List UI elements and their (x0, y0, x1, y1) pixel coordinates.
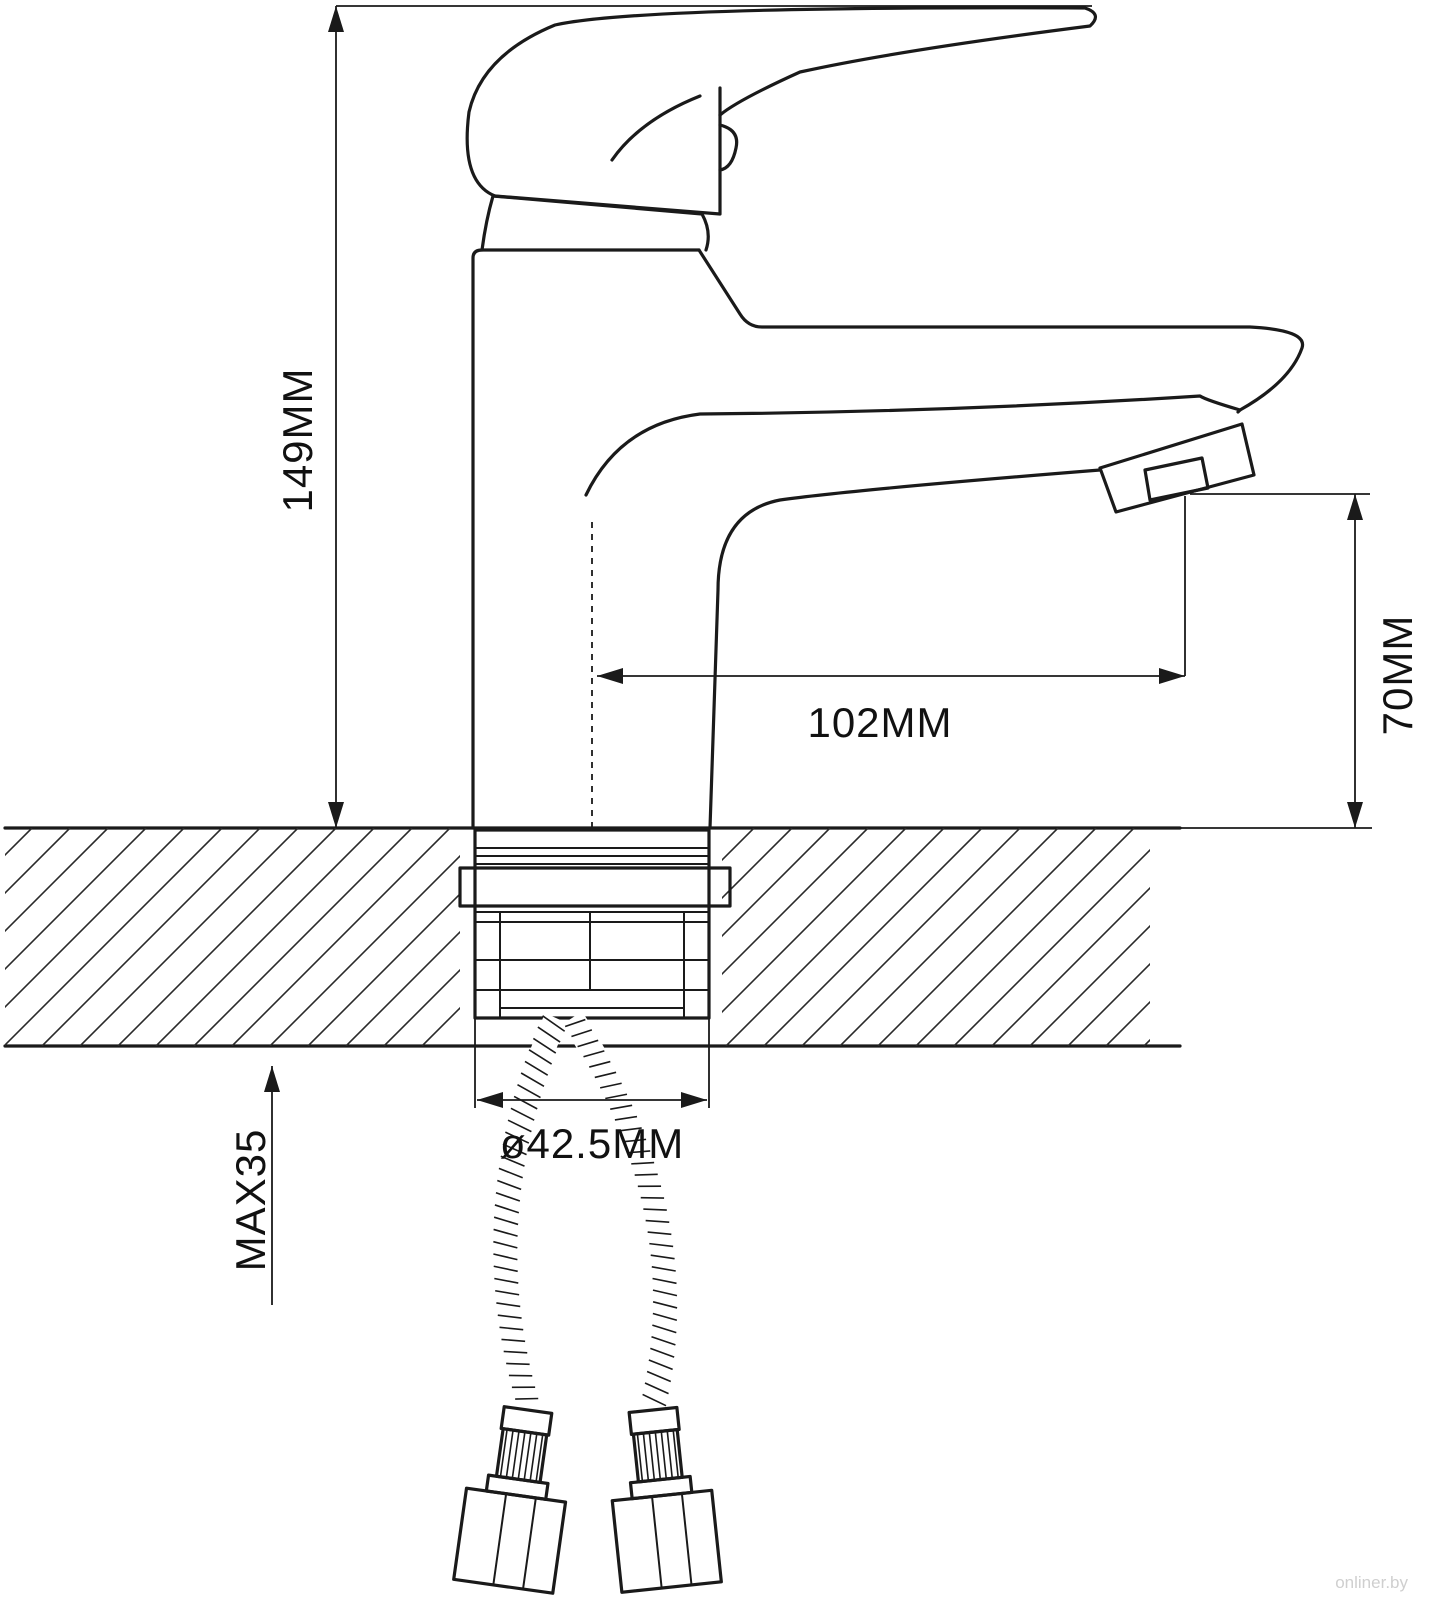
hatch-left (5, 828, 460, 1046)
lever-handle (465, 6, 1097, 252)
watermark: onliner.by (1335, 1573, 1408, 1592)
dimension-reach (591, 496, 1186, 828)
hatch-right (722, 828, 1150, 1046)
mounting-base (458, 828, 732, 1020)
dimension-counter-thickness (264, 1066, 280, 1305)
dimension-height (328, 5, 1092, 828)
spout-height-label: 70MM (1374, 615, 1421, 736)
height-label: 149MM (274, 367, 321, 512)
dimension-spout-height (1180, 493, 1372, 829)
dimension-base-diameter (474, 1018, 710, 1108)
supply-hoses (452, 1011, 723, 1595)
counter-thickness-label: MAX35 (227, 1129, 274, 1272)
base-diameter-label: ø42.5MM (500, 1120, 684, 1167)
reach-label: 102MM (807, 699, 952, 746)
countertop-section (3, 826, 1182, 1048)
